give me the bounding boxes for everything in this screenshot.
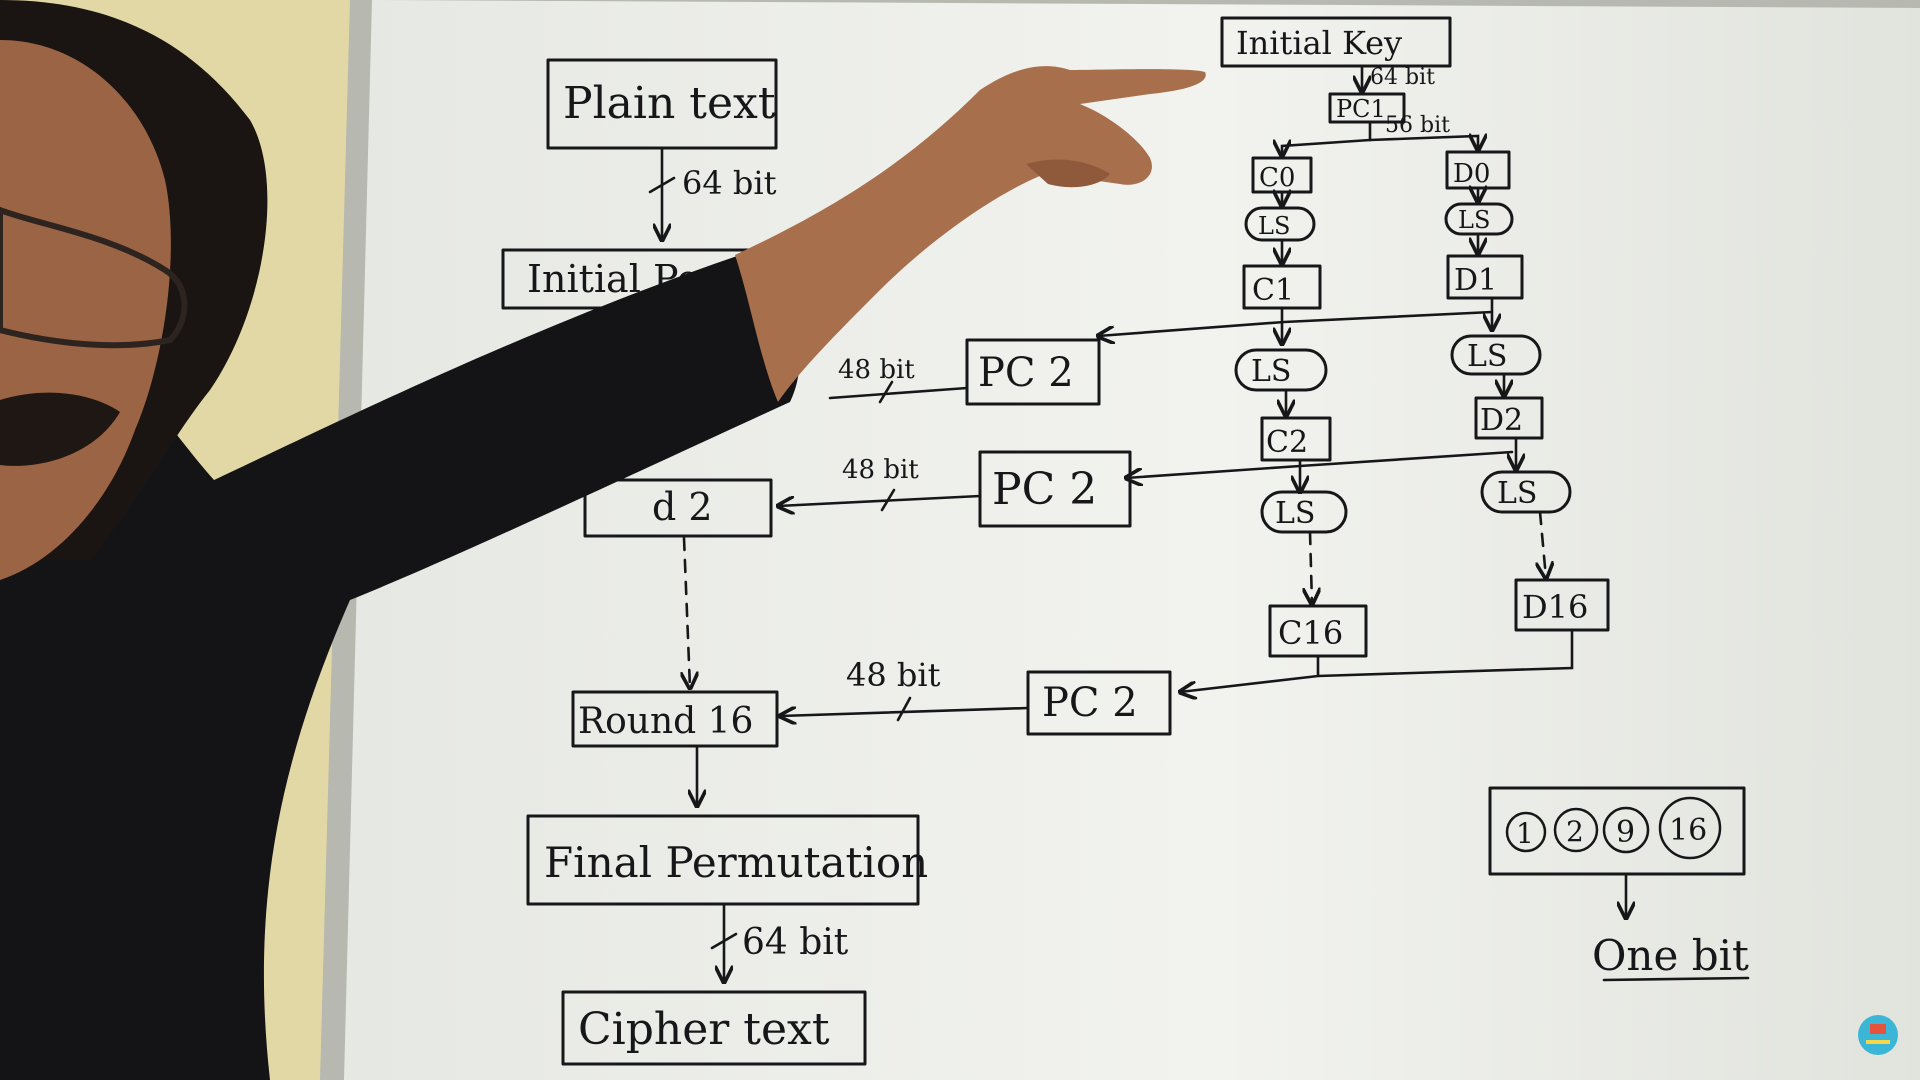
ls-c2-label: LS <box>1251 354 1291 389</box>
ls-d3-box <box>1480 470 1572 514</box>
d16-label: D16 <box>1522 588 1588 626</box>
round-2-box <box>583 478 773 538</box>
ls-c2-box <box>1234 348 1328 392</box>
c-dashed-arrow <box>1310 530 1312 604</box>
round-number-2: 2 <box>1566 815 1584 848</box>
initial-key-label: Initial Key <box>1236 24 1402 62</box>
pc2-round1-bit-tick <box>878 380 894 404</box>
ls-c1-box <box>1244 206 1316 242</box>
glasses <box>0 206 188 349</box>
logo-mark <box>1870 1024 1886 1034</box>
pc2-round1-box <box>965 338 1101 406</box>
channel-logo <box>1858 1015 1898 1055</box>
d0-label: D0 <box>1453 159 1490 189</box>
c16-d16-to-pc2-line <box>1180 628 1574 692</box>
pc2-round2-bits-label: 48 bit <box>842 455 919 485</box>
c0-label: C0 <box>1259 163 1295 193</box>
plain-text-bits-label: 64 bit <box>682 164 777 202</box>
des-diagram: Plain text 64 bit Initial Pe d 2 Round 1… <box>501 16 1750 1066</box>
round-circle-16 <box>1658 796 1722 860</box>
ls-d2-box <box>1450 334 1542 376</box>
pc2-round2-bit-tick <box>880 488 896 512</box>
presenter-beard <box>0 392 120 466</box>
d2-box <box>1474 396 1544 440</box>
plain-text-bit-tick <box>648 176 676 194</box>
d1-box <box>1446 254 1524 300</box>
shift-rounds: 1 2 9 16 <box>1505 796 1722 860</box>
cipher-text-label: Cipher text <box>578 1004 830 1055</box>
pc2-round1-label: PC 2 <box>978 350 1074 396</box>
pc2-round2-label: PC 2 <box>992 464 1097 515</box>
pc1-label: PC1 <box>1336 95 1386 123</box>
c2-label: C2 <box>1266 425 1308 460</box>
round-2-label: d 2 <box>652 485 713 529</box>
pc2-round16-bit-tick <box>896 696 912 722</box>
rounds-dashed-arrow <box>684 536 690 688</box>
ls-d1-label: LS <box>1458 206 1490 234</box>
pc2-round16-box <box>1026 670 1172 736</box>
final-bit-tick <box>710 932 738 950</box>
d0-branch-line <box>1368 136 1478 150</box>
c16-label: C16 <box>1278 614 1343 652</box>
pc2-round1-bits-label: 48 bit <box>838 355 915 385</box>
cipher-text-box <box>561 990 867 1066</box>
ls-c3-box <box>1260 490 1348 534</box>
round-16-box <box>571 690 779 748</box>
round-number-9: 9 <box>1616 815 1635 850</box>
pc2-round16-bits-label: 48 bit <box>846 656 941 694</box>
final-permutation-label: Final Permutation <box>544 838 928 887</box>
pc2-round16-out-arrow <box>780 708 1030 716</box>
pc1-box <box>1328 92 1406 124</box>
pointing-arm <box>735 66 1206 402</box>
c2-box <box>1260 416 1332 462</box>
round-16-label: Round 16 <box>578 701 753 742</box>
round-circle-9 <box>1602 806 1650 854</box>
round-number-1: 1 <box>1516 817 1534 850</box>
initial-key-box <box>1220 16 1452 68</box>
ls-c3-label: LS <box>1275 496 1315 531</box>
pc2-round16-label: PC 2 <box>1042 680 1138 726</box>
c0-branch-line <box>1282 138 1372 156</box>
c1-d1-to-pc2-line <box>1098 310 1494 336</box>
ls-d3-label: LS <box>1497 476 1537 511</box>
presenter-shirt <box>0 255 800 1080</box>
ls-c1-label: LS <box>1258 212 1290 240</box>
presenter-thumb <box>1026 159 1110 188</box>
pc2-round1-out-line <box>828 386 969 400</box>
pc2-round2-box <box>978 450 1132 528</box>
ls-d2-label: LS <box>1467 339 1507 374</box>
round-circle-1 <box>1505 811 1547 853</box>
one-bit-shift-box <box>1488 786 1746 876</box>
one-bit-underline <box>1602 976 1750 982</box>
d2-label: D2 <box>1480 403 1523 438</box>
final-bits-label: 64 bit <box>742 922 849 963</box>
plain-text-label: Plain text <box>563 78 776 129</box>
pc2-round2-out-arrow <box>778 494 982 506</box>
pc1-bits-label: 56 bit <box>1385 113 1450 138</box>
d16-box <box>1514 578 1610 632</box>
c1-label: C1 <box>1252 273 1294 308</box>
round-number-16: 16 <box>1669 813 1707 848</box>
d1-label: D1 <box>1454 263 1497 298</box>
logo-stripe <box>1866 1040 1890 1044</box>
round-circle-2 <box>1553 807 1599 853</box>
presenter <box>0 0 1206 1080</box>
initial-key-bits-label: 64 bit <box>1370 65 1435 90</box>
d-dashed-arrow <box>1540 510 1546 578</box>
logo-circle <box>1858 1015 1898 1055</box>
one-bit-label: One bit <box>1592 931 1749 980</box>
